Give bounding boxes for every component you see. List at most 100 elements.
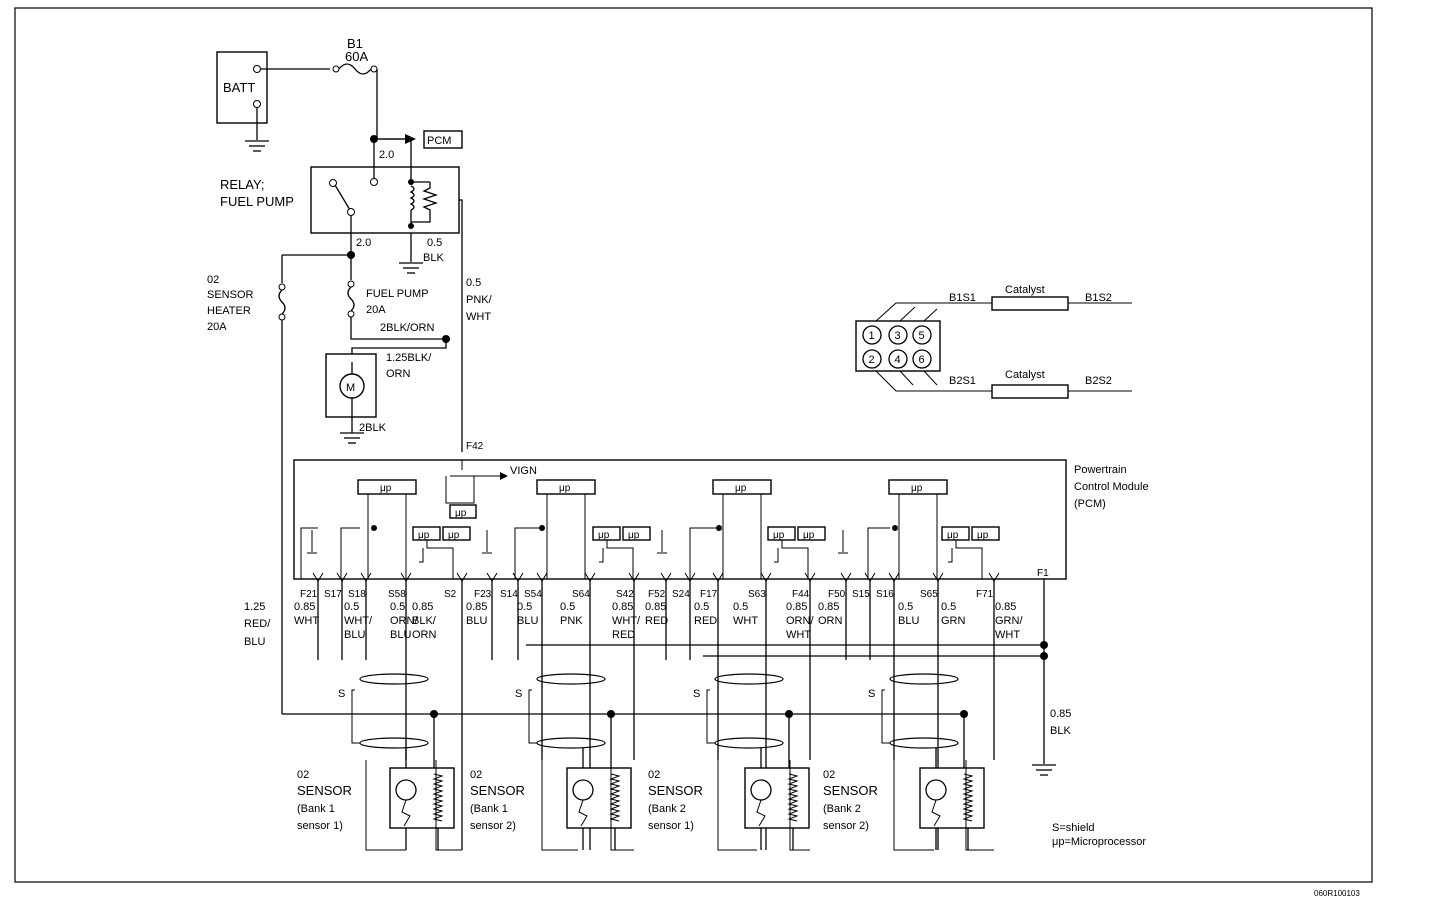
fuel-pump-fuse-line1: FUEL PUMP	[366, 288, 429, 300]
sensor-label-line: (Bank 2	[823, 803, 861, 815]
pcm-module: Powertrain Control Module (PCM) F1 VIGN …	[293, 459, 1149, 580]
wire-label-line: 0.85	[995, 601, 1016, 613]
wire-color-labels: 0.85WHT0.5WHT/BLU0.5ORN/BLU0.85BLK/ORN0.…	[294, 601, 1023, 641]
o2-heater-fuse-line4: 20A	[207, 321, 227, 333]
vign-label: VIGN	[510, 465, 537, 477]
pcm-tag: PCM	[427, 135, 451, 147]
pin-label: S24	[672, 589, 690, 600]
vign-microprocessor: μp	[455, 508, 467, 519]
motor-symbol: M	[346, 382, 355, 394]
legend-shield: S=shield	[1052, 822, 1095, 834]
pin-label: S58	[388, 589, 406, 600]
battery-label: BATT	[223, 80, 255, 95]
o2-heater-fuse-line2: SENSOR	[207, 289, 254, 301]
microprocessor-label: μp	[773, 530, 785, 541]
motor-wire-line2: ORN	[386, 368, 411, 380]
red-blu-line1: RED/	[244, 618, 271, 630]
microprocessor-label: μp	[977, 530, 989, 541]
wire-label-line: ORN	[818, 615, 843, 627]
sensor-label-line: sensor 2)	[823, 820, 869, 832]
pin-label: S64	[572, 589, 590, 600]
wire-label-line: RED	[612, 629, 635, 641]
wire-label-line: BLU	[898, 615, 919, 627]
microprocessor-label: μp	[448, 530, 460, 541]
pin-label: F71	[976, 589, 994, 600]
wire-label-line: 0.85	[412, 601, 433, 613]
cylinder-number: 5	[919, 330, 925, 342]
pin-label: S18	[348, 589, 366, 600]
microprocessor-label: μp	[947, 530, 959, 541]
sensor-label-line: sensor 1)	[648, 820, 694, 832]
microprocessor-label: μp	[735, 483, 747, 494]
wire-label-line: GRN/	[995, 615, 1023, 627]
wire-label-line: WHT	[786, 629, 811, 641]
sensor-label-line: SENSOR	[297, 783, 352, 798]
figure-code: 060R100103	[1314, 889, 1360, 898]
pin-label: S65	[920, 589, 938, 600]
ground-wire-color: BLK	[1050, 725, 1071, 737]
pin-label: S16	[876, 589, 894, 600]
battery: BATT	[216, 51, 269, 152]
label-b2s1: B2S1	[949, 375, 976, 387]
label-b2s2: B2S2	[1085, 375, 1112, 387]
wire-label-line: 0.85	[645, 601, 666, 613]
wire-label-line: BLU	[344, 629, 365, 641]
pin-label: S42	[616, 589, 634, 600]
sensor-label-line: SENSOR	[823, 783, 878, 798]
wire-label-line: 0.5	[390, 601, 405, 613]
cylinder-3	[888, 325, 908, 345]
microprocessor-box	[888, 479, 948, 495]
wire-label-line: BLU	[517, 615, 538, 627]
wire-2blk-orn: 2BLK/ORN	[380, 322, 434, 334]
cylinder-2	[862, 349, 882, 369]
label-b1s2: B1S2	[1085, 292, 1112, 304]
microprocessor-label: μp	[559, 483, 571, 494]
cylinder-number: 2	[869, 354, 875, 366]
microprocessor-box	[712, 479, 772, 495]
fuse-b1-name: B1	[347, 36, 363, 51]
o2-heater-fuse: 02 SENSOR HEATER 20A	[207, 274, 286, 333]
wire-label-line: GRN	[941, 615, 966, 627]
wire-label-line: WHT/	[344, 615, 373, 627]
pin-label: F50	[828, 589, 846, 600]
wire-label-line: WHT/	[612, 615, 641, 627]
fuel-pump-motor: M 2BLK	[325, 353, 387, 444]
pcm-pin-f1: F1	[1037, 568, 1049, 579]
sensor-label-line: 02	[470, 769, 482, 781]
pnk-wire-size: 0.5	[466, 277, 481, 289]
relay-line2: FUEL PUMP	[220, 194, 294, 209]
motor-wire-line1: 1.25BLK/	[386, 352, 432, 364]
pin-label: S14	[500, 589, 518, 600]
wire-label-line: 0.85	[786, 601, 807, 613]
pin-label: S17	[324, 589, 342, 600]
wire-label-line: 0.85	[466, 601, 487, 613]
wire-2-0-top: 2.0	[379, 149, 394, 161]
cylinder-6	[912, 349, 932, 369]
wire-label-line: 0.85	[294, 601, 315, 613]
cylinder-number: 3	[895, 330, 901, 342]
wire-label-line: WHT	[995, 629, 1020, 641]
wire-label-line: 0.85	[818, 601, 839, 613]
microprocessor-label: μp	[803, 530, 815, 541]
fuel-pump-fuse-line2: 20A	[366, 304, 386, 316]
microprocessor-label: μp	[380, 483, 392, 494]
pcm-label-line2: Control Module	[1074, 481, 1149, 493]
shield-label: S	[693, 688, 700, 700]
microprocessor-label: μp	[418, 530, 430, 541]
sensor-label-line: 02	[823, 769, 835, 781]
microprocessor-box	[442, 526, 471, 541]
wire-label-line: WHT	[733, 615, 758, 627]
legend-microprocessor: μp=Microprocessor	[1052, 836, 1146, 848]
wire-label-line: 0.5	[344, 601, 359, 613]
wire-label-line: ORN/	[390, 615, 418, 627]
pin-label: S15	[852, 589, 870, 600]
pin-label: S2	[444, 589, 457, 600]
cylinder-number: 1	[869, 330, 875, 342]
wire-label-line: RED	[694, 615, 717, 627]
microprocessor-box	[536, 479, 596, 495]
diagram-frame	[14, 7, 1373, 883]
pnk-wire-line1: PNK/	[466, 294, 493, 306]
wire-2-0-bottom: 2.0	[356, 237, 371, 249]
wire-label-line: ORN	[412, 629, 437, 641]
